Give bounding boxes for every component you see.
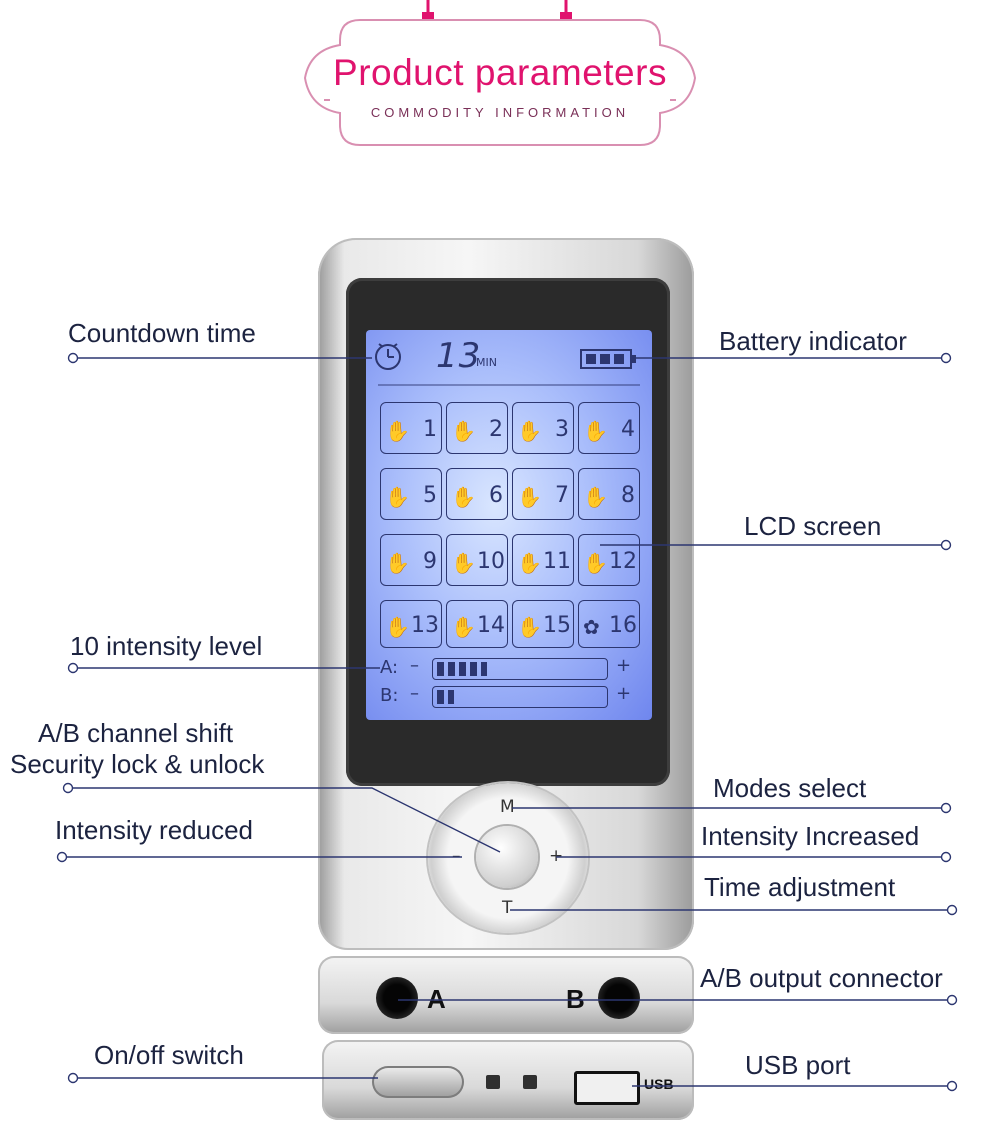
massage-icon: ✋	[451, 419, 476, 443]
mode-number: 1	[423, 417, 437, 442]
label-intensity-increased: Intensity Increased	[701, 821, 920, 851]
massage-icon: ✋	[583, 551, 608, 575]
header-banner-frame	[303, 0, 697, 146]
usb-port-label: USB	[644, 1076, 674, 1092]
channel-a-label: A:	[380, 657, 399, 678]
label-intensity-level: 10 intensity level	[70, 631, 263, 661]
mode-number: 7	[555, 483, 569, 508]
massage-icon: ✋	[451, 615, 476, 639]
timer-unit: MIN	[476, 356, 497, 369]
mode-number: 2	[489, 417, 503, 442]
massage-icon: ✋	[517, 419, 542, 443]
usb-port[interactable]	[574, 1071, 640, 1105]
massage-icon: ✋	[583, 419, 608, 443]
timer-value: 13	[436, 336, 482, 376]
mode-number: 9	[423, 549, 437, 574]
channel-a-plus: +	[616, 655, 632, 676]
mode-tile: ✋ 9	[380, 534, 442, 586]
mode-number: 11	[543, 549, 571, 574]
time-button[interactable]: T	[502, 898, 513, 918]
label-security-lock: Security lock & unlock	[10, 749, 265, 779]
channel-a-minus: –	[410, 655, 419, 676]
label-battery-indicator: Battery indicator	[719, 326, 907, 356]
massage-icon: ✋	[583, 485, 608, 509]
label-modes-select: Modes select	[713, 773, 867, 803]
mode-number: 16	[609, 613, 637, 638]
mode-number: 5	[423, 483, 437, 508]
label-on-off-switch: On/off switch	[94, 1040, 244, 1070]
mode-tile: ✋ 12	[578, 534, 640, 586]
mode-number: 4	[621, 417, 635, 442]
mode-tile: ✋ 7	[512, 468, 574, 520]
mode-tile: ✋ 4	[578, 402, 640, 454]
mode-tile: ✋ 3	[512, 402, 574, 454]
output-jack-a-label: A	[427, 984, 446, 1014]
mode-tile: ✋ 13	[380, 600, 442, 648]
massage-icon: ✋	[517, 615, 542, 639]
massage-icon: ✋	[517, 551, 542, 575]
power-switch[interactable]	[372, 1066, 464, 1098]
mode-number: 6	[489, 483, 503, 508]
battery-icon	[580, 349, 636, 369]
lcd-divider	[378, 384, 640, 386]
clock-icon	[375, 343, 401, 370]
mode-number: 14	[477, 613, 505, 638]
massage-icon: ✋	[385, 615, 410, 639]
mode-tile: ✋ 1	[380, 402, 442, 454]
massage-icon: ✋	[517, 485, 542, 509]
lcd-screen	[366, 330, 652, 720]
massage-icon: ✋	[451, 485, 476, 509]
massage-icon: ✋	[385, 419, 410, 443]
mode-number: 3	[555, 417, 569, 442]
mode-tile: ✋ 2	[446, 402, 508, 454]
label-lcd-screen: LCD screen	[744, 511, 882, 541]
label-countdown-time: Countdown time	[68, 318, 256, 348]
massage-icon: ✋	[385, 485, 410, 509]
mode-number: 12	[609, 549, 637, 574]
mode-tile: ✋ 5	[380, 468, 442, 520]
mode-grid: ✋ 1 ✋ 2 ✋ 3 ✋ 4 ✋ 5 ✋ 6 ✋ 7 ✋ 8 ✋ 9 ✋ 10…	[378, 398, 640, 648]
massage-icon: ✋	[385, 551, 410, 575]
label-usb-port: USB port	[745, 1050, 851, 1080]
page-subtitle: COMMODITY INFORMATION	[370, 105, 630, 120]
label-intensity-reduced: Intensity reduced	[55, 815, 254, 845]
mode-number: 10	[477, 549, 505, 574]
mode-button[interactable]: M	[500, 797, 515, 817]
page-title: Product parameters	[333, 52, 667, 93]
indicator-light	[486, 1075, 500, 1089]
mode-tile: ✋ 11	[512, 534, 574, 586]
label-time-adjustment: Time adjustment	[704, 872, 896, 902]
channel-a-bar	[432, 658, 608, 680]
label-ab-output-connector: A/B output connector	[700, 963, 943, 993]
output-jack-b-label: B	[566, 984, 585, 1014]
mode-tile: ✋ 6	[446, 468, 508, 520]
mode-tile: ✋ 10	[446, 534, 508, 586]
label-ab-channel-shift: A/B channel shift	[38, 718, 234, 748]
indicator-light	[523, 1075, 537, 1089]
mode-tile: ✿ 16	[578, 600, 640, 648]
output-jack-a[interactable]	[376, 977, 418, 1019]
intensity-up-button[interactable]: +	[549, 846, 564, 866]
mode-number: 13	[411, 613, 439, 638]
intensity-down-button[interactable]: –	[452, 846, 461, 866]
channel-b-bar	[432, 686, 608, 708]
channel-b-plus: +	[616, 683, 632, 704]
massage-icon: ✋	[451, 551, 476, 575]
output-jack-b[interactable]	[598, 977, 640, 1019]
channel-b-minus: –	[410, 683, 419, 704]
massage-icon: ✿	[583, 615, 600, 639]
mode-number: 8	[621, 483, 635, 508]
channel-b-level-fill	[437, 690, 454, 704]
channel-b-label: B:	[380, 685, 399, 706]
mode-number: 15	[543, 613, 571, 638]
mode-tile: ✋ 8	[578, 468, 640, 520]
channel-lock-button[interactable]	[476, 826, 538, 888]
mode-tile: ✋ 14	[446, 600, 508, 648]
channel-a-level-fill	[437, 662, 487, 676]
mode-tile: ✋ 15	[512, 600, 574, 648]
